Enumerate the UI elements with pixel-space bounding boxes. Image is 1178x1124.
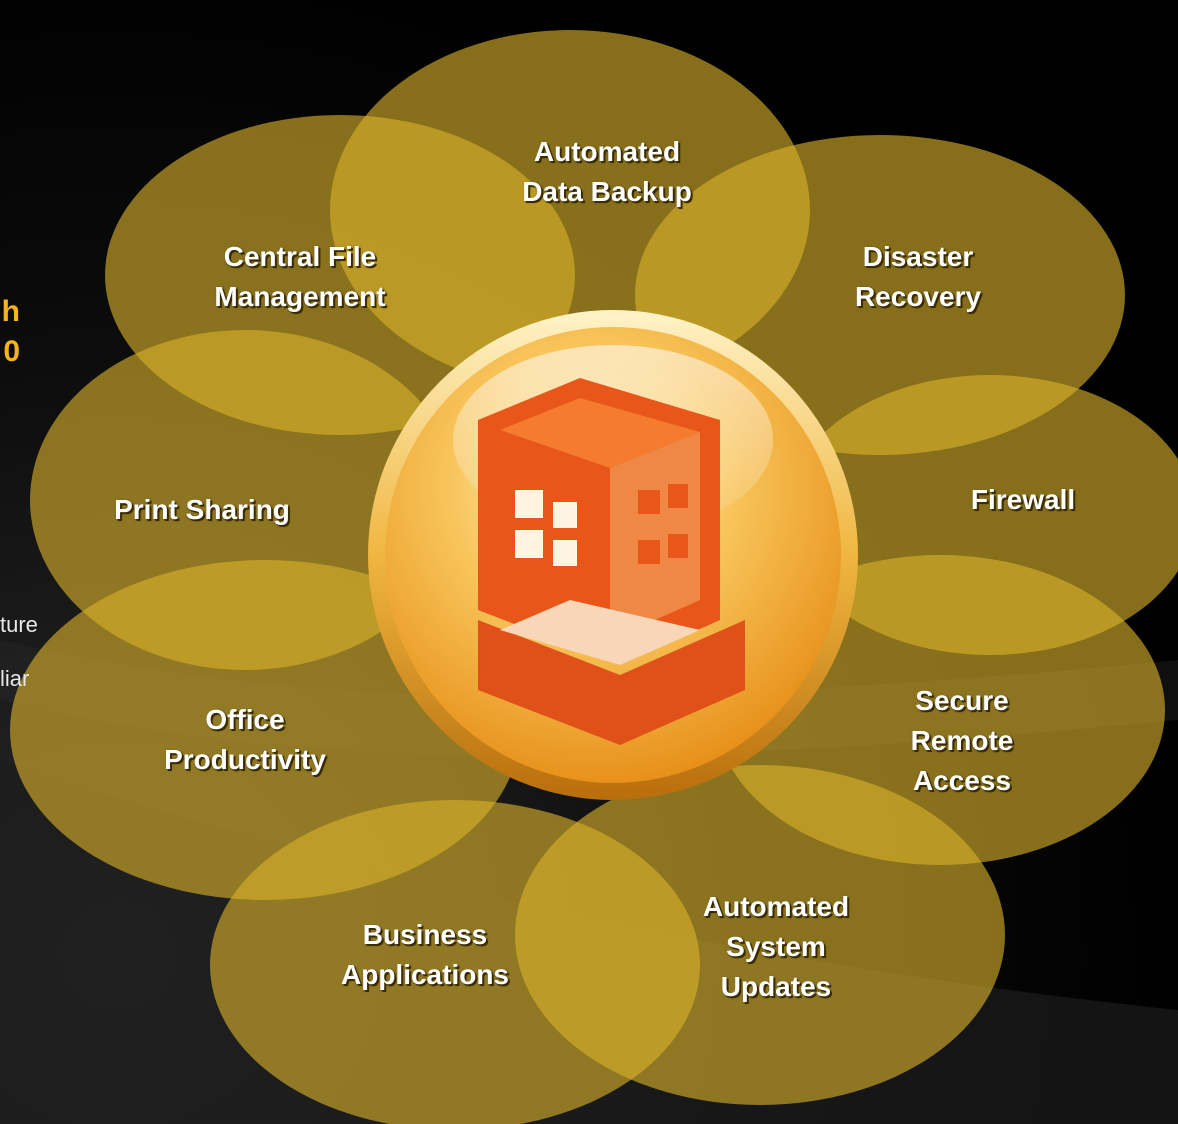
petal-label-automated-system-updates: Automated System Updates xyxy=(702,891,850,1002)
side-text-line-1: ture xyxy=(0,612,38,637)
side-text-line-2: liar xyxy=(0,666,30,691)
server-building-icon xyxy=(478,378,745,745)
petal-label-business-applications: Business Applications xyxy=(340,919,510,990)
petal-label-print-sharing: Print Sharing xyxy=(114,494,290,525)
petal-label-disaster-recovery: Disaster Recovery xyxy=(854,241,982,312)
side-heading-fragment: h 0 xyxy=(1,295,20,368)
petal-label-automated-data-backup: Automated Data Backup xyxy=(522,136,692,207)
petal-label-firewall: Firewall xyxy=(970,484,1076,515)
petal-label-secure-remote-access: Secure Remote Access xyxy=(910,685,1014,796)
petal-central-file-management xyxy=(105,115,575,435)
petal-layer xyxy=(10,30,1178,1124)
petal-label-central-file-management: Central File Management xyxy=(214,241,386,312)
petal-label-office-productivity: Office Productivity xyxy=(164,704,326,775)
